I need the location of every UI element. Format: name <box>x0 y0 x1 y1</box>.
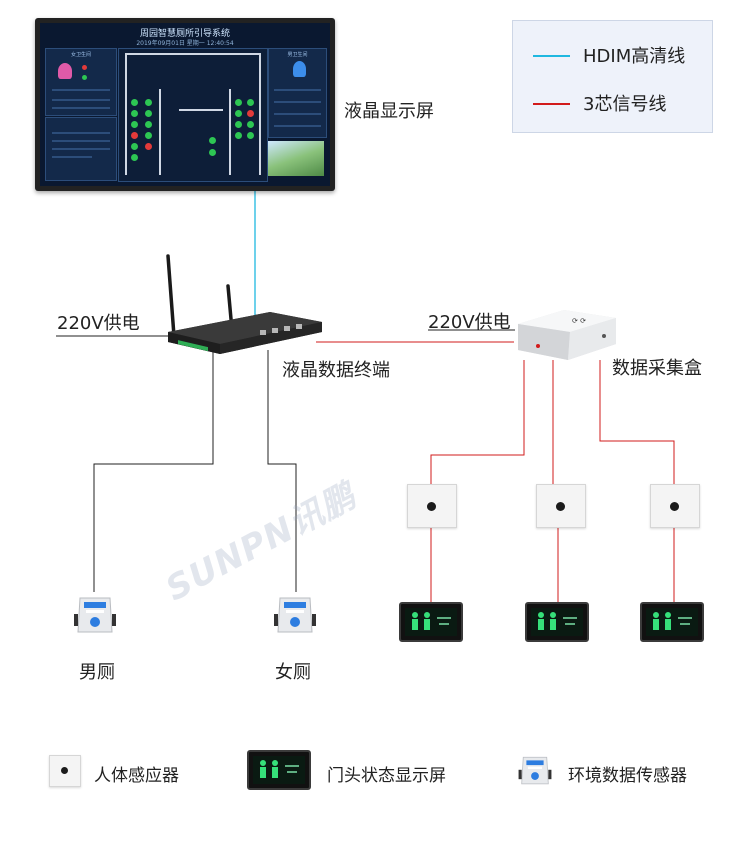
door-status-display <box>640 602 704 642</box>
terminal-label: 液晶数据终端 <box>282 360 390 381</box>
collector-label: 数据采集盒 <box>612 358 702 379</box>
key-human-sensor-label: 人体感应器 <box>94 766 179 786</box>
lcd-left-panel-title: 女卫生间 <box>70 52 91 58</box>
data-collector-box: ⟳ ⟳ <box>518 310 616 360</box>
data-terminal <box>166 254 322 354</box>
sensor-lens-icon <box>427 502 436 511</box>
legend-swatch-hdmi <box>533 55 570 57</box>
door-status-display <box>399 602 463 642</box>
data-row <box>52 107 110 109</box>
notice-line <box>52 148 110 150</box>
legend: HDIM高清线 3芯信号线 <box>512 20 713 133</box>
env-sensor-male-label: 男厕 <box>79 662 115 683</box>
male-figure-icon <box>293 61 306 77</box>
female-figure-icon <box>58 63 72 79</box>
occupancy-figures-icon <box>653 612 692 630</box>
collector-power-label: 220V供电 <box>428 312 511 333</box>
data-row <box>274 89 321 91</box>
wire-to-human-sensor-3 <box>599 360 675 484</box>
data-row <box>274 113 321 115</box>
key-door-display <box>247 750 311 790</box>
occupancy-figures-icon <box>260 760 299 778</box>
lcd-right-panel: 男卫生间 <box>268 48 327 138</box>
lcd-screen: 周园智慧厕所引导系统 2019年09月01日 星期一 12:40:54 女卫生间 <box>40 23 330 186</box>
legend-swatch-signal <box>533 103 570 105</box>
key-human-sensor <box>49 755 81 787</box>
notice-line <box>52 156 92 158</box>
key-env-sensor-label: 环境数据传感器 <box>568 766 687 786</box>
human-sensor <box>536 484 586 528</box>
wire-to-human-sensor-1 <box>430 360 525 484</box>
occupancy-figures-icon <box>538 612 577 630</box>
lcd-screen-subtitle: 2019年09月01日 星期一 12:40:54 <box>136 40 234 47</box>
lcd-display: 周园智慧厕所引导系统 2019年09月01日 星期一 12:40:54 女卫生间 <box>35 18 335 191</box>
lcd-left-notice-panel <box>45 117 117 181</box>
status-dot-icon <box>82 75 87 80</box>
key-env-sensor <box>518 756 552 785</box>
lcd-screen-title: 周园智慧厕所引导系统 <box>139 29 230 39</box>
wire-to-male-sensor <box>93 350 214 592</box>
data-row <box>274 101 321 103</box>
door-status-display <box>525 602 589 642</box>
status-dot-icon <box>82 65 87 70</box>
lcd-left-panel: 女卫生间 <box>45 48 117 116</box>
sensor-lens-icon <box>61 767 68 774</box>
sensor-lens-icon <box>670 502 679 511</box>
data-row <box>52 89 110 91</box>
lcd-floor-map <box>118 48 268 182</box>
key-door-display-label: 门头状态显示屏 <box>327 766 446 786</box>
legend-label-signal: 3芯信号线 <box>583 94 667 115</box>
env-sensor-male <box>74 597 116 633</box>
data-row <box>274 125 321 127</box>
svg-text:⟳ ⟳: ⟳ ⟳ <box>572 317 586 325</box>
human-sensor <box>650 484 700 528</box>
env-sensor-female <box>274 597 316 633</box>
occupancy-figures-icon <box>412 612 451 630</box>
data-row <box>52 99 110 101</box>
legend-label-hdmi: HDIM高清线 <box>583 46 686 67</box>
lcd-display-label: 液晶显示屏 <box>344 101 434 122</box>
wire-to-female-sensor <box>267 350 297 592</box>
env-sensor-female-label: 女厕 <box>275 662 311 683</box>
lcd-right-panel-title: 男卫生间 <box>287 52 308 58</box>
human-sensor <box>407 484 457 528</box>
landscape-image <box>268 141 324 176</box>
sensor-lens-icon <box>556 502 565 511</box>
notice-line <box>52 132 110 134</box>
terminal-power-label: 220V供电 <box>57 313 140 334</box>
notice-line <box>52 140 110 142</box>
